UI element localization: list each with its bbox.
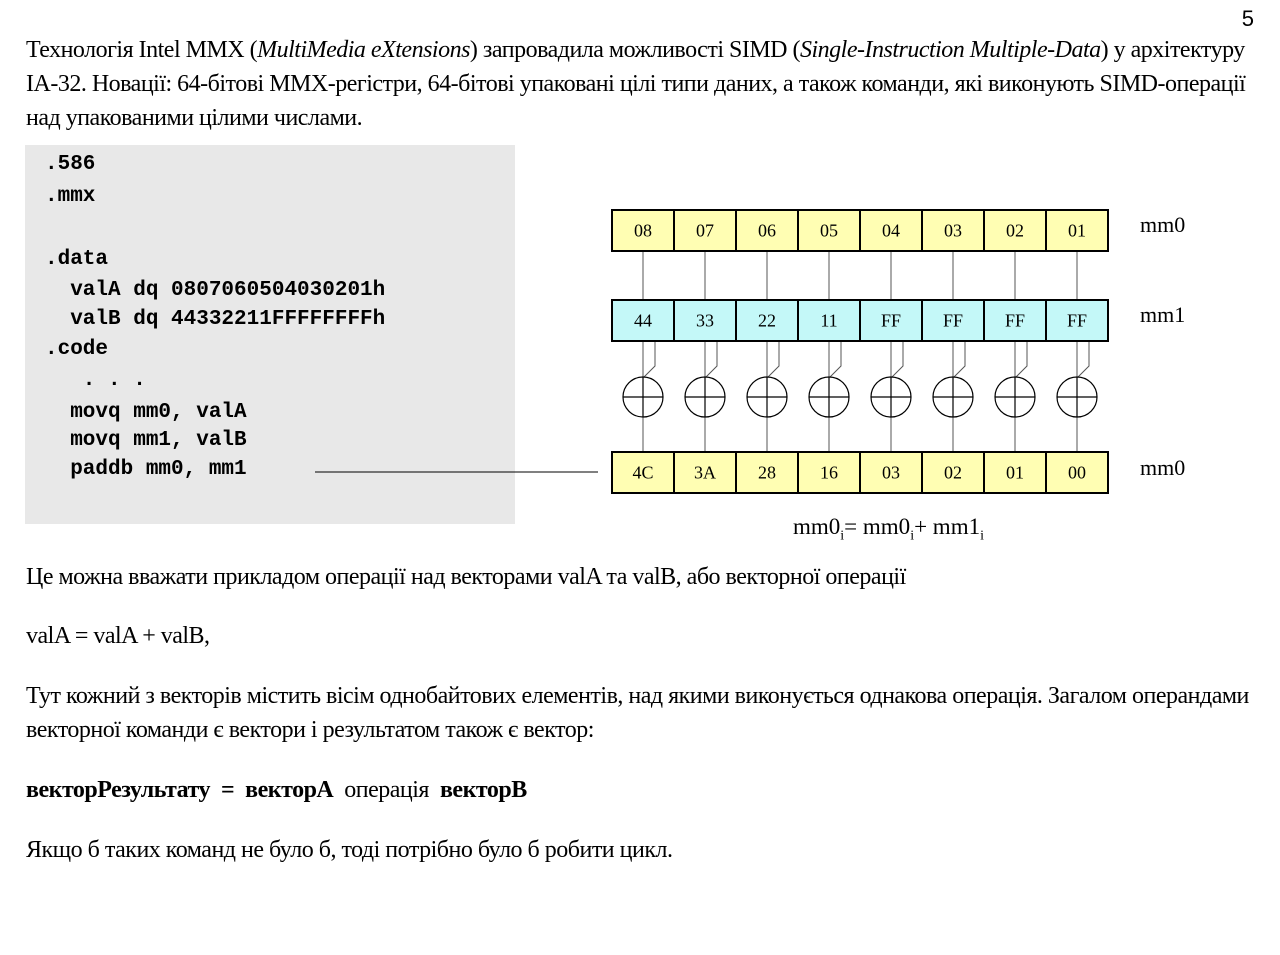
mm0-result-cell: 03 bbox=[882, 463, 900, 483]
code-line: .code bbox=[45, 338, 109, 361]
connector-mm1 bbox=[642, 341, 656, 379]
mm0-result-cell: 16 bbox=[820, 463, 838, 483]
paragraph-general-form: векторРезультату = векторA операція вект… bbox=[26, 773, 1261, 807]
formula-part: + mm1 bbox=[914, 514, 981, 539]
mmx-paddb-diagram: 08 07 06 05 04 03 02 01 44 33 22 11 FF FF FF FF 4C 3A 28… bbox=[315, 209, 1109, 494]
code-line: .586 bbox=[45, 153, 96, 176]
mm0-result-cell: 28 bbox=[758, 463, 776, 483]
equals-sign: = bbox=[220, 777, 235, 803]
formula-subscript: i bbox=[840, 528, 845, 544]
vector-b-term: векторB bbox=[439, 777, 527, 803]
formula-part: = mm0 bbox=[844, 514, 911, 539]
code-line: .data bbox=[45, 248, 109, 271]
code-line: movq mm1, valB bbox=[45, 429, 247, 452]
formula-subscript: i bbox=[980, 528, 984, 544]
connector-mm1 bbox=[890, 341, 904, 379]
mm0-input-label: mm0 bbox=[1140, 212, 1186, 237]
formula-subscript: i bbox=[910, 528, 915, 544]
mm0-result-cell: 01 bbox=[1006, 463, 1024, 483]
adder-circles bbox=[622, 376, 1098, 418]
mm0-result-cell: 3A bbox=[694, 463, 716, 483]
mm0-result-cell: 00 bbox=[1068, 463, 1086, 483]
intro-text-3: ) у архітектуру IA-32. Новації: 64-бітов… bbox=[26, 37, 1246, 131]
mm1-cell: FF bbox=[1005, 311, 1025, 331]
mm1-cell: FF bbox=[1067, 311, 1087, 331]
mm0-input-cell: 05 bbox=[820, 221, 838, 241]
connector-mm1 bbox=[828, 341, 842, 379]
mm0-input-cell: 07 bbox=[696, 221, 714, 241]
formula-part: mm0 bbox=[793, 514, 841, 539]
register-mm1: 44 33 22 11 FF FF FF FF bbox=[611, 299, 1109, 342]
code-listing: .586 .mmx .data valA dq 0807060504030201… bbox=[25, 145, 515, 524]
code-line: valB dq 44332211FFFFFFFFh bbox=[45, 308, 386, 331]
mm0-input-cell: 03 bbox=[944, 221, 962, 241]
connector-lines bbox=[642, 251, 1090, 452]
connector-mm1 bbox=[1076, 341, 1090, 379]
register-mm0-input: 08 07 06 05 04 03 02 01 bbox=[611, 209, 1109, 252]
paragraph-equation: valA = valA + valB, bbox=[26, 623, 210, 649]
connector-mm1 bbox=[952, 341, 966, 379]
mm0-input-cell: 01 bbox=[1068, 221, 1086, 241]
mm0-input-cell: 06 bbox=[758, 221, 776, 241]
result-vector-term: векторРезультату bbox=[26, 777, 210, 803]
operation-term: операція bbox=[344, 777, 429, 803]
mm0-result-cell: 4C bbox=[632, 463, 653, 483]
mm1-cell: FF bbox=[881, 311, 901, 331]
vector-a-term: векторA bbox=[245, 777, 334, 803]
intro-italic-2: Single-Instruction Multiple-Data bbox=[800, 37, 1101, 63]
paragraph-loop-note: Якщо б таких команд не було б, тоді потр… bbox=[26, 837, 673, 863]
code-line: .mmx bbox=[45, 185, 96, 208]
intro-text-1: Технологія Intel MMX ( bbox=[26, 37, 258, 63]
paragraph-explanation: Тут кожний з векторів містить вісім одно… bbox=[26, 683, 1249, 743]
code-line: valA dq 0807060504030201h bbox=[45, 279, 386, 302]
mm0-input-cell: 02 bbox=[1006, 221, 1024, 241]
mm0-result-cell: 02 bbox=[944, 463, 962, 483]
mm1-cell: FF bbox=[943, 311, 963, 331]
connector-mm1 bbox=[766, 341, 780, 379]
connector-mm1 bbox=[1014, 341, 1028, 379]
mm1-cell: 44 bbox=[634, 311, 652, 331]
code-line: . . . bbox=[45, 369, 146, 392]
mm1-cell: 33 bbox=[696, 311, 714, 331]
code-line: movq mm0, valA bbox=[45, 401, 247, 424]
mm1-label: mm1 bbox=[1140, 302, 1186, 327]
mm1-cell: 22 bbox=[758, 311, 776, 331]
mm0-input-cell: 08 bbox=[634, 221, 652, 241]
mm1-cell: 11 bbox=[820, 311, 837, 331]
intro-italic-1: MultiMedia eXtensions bbox=[257, 37, 470, 63]
page-number: 5 bbox=[1241, 6, 1254, 31]
code-line: paddb mm0, mm1 bbox=[45, 458, 247, 481]
mm0-input-cell: 04 bbox=[882, 221, 900, 241]
mm0-result-label: mm0 bbox=[1140, 455, 1186, 480]
connector-mm1 bbox=[704, 341, 718, 379]
register-mm0-result: 4C 3A 28 16 03 02 01 00 bbox=[611, 451, 1109, 494]
intro-text-2: ) запровадила можливості SIMD ( bbox=[469, 37, 801, 63]
paragraph-vector-operation: Це можна вважати прикладом операції над … bbox=[26, 564, 906, 590]
diagram-formula: mm0i= mm0i+ mm1i bbox=[793, 514, 984, 545]
intro-paragraph: Технологія Intel MMX (MultiMedia eXtensi… bbox=[26, 33, 1261, 135]
